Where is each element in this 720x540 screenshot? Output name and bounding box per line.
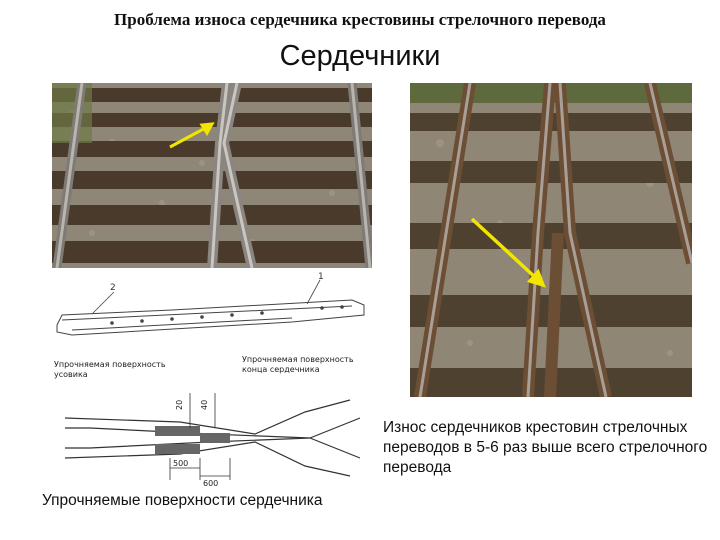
dimension-40: 40 xyxy=(200,400,209,410)
slide-subtitle: Сердечники xyxy=(279,40,441,72)
label-left-line2: усовика xyxy=(54,370,88,379)
caption-hardened-surfaces: Упрочняемые поверхности сердечника xyxy=(42,492,323,509)
caption-wear-rate: Износ сердечников крестовин стрелочных п… xyxy=(383,419,708,476)
diagram-frog-top-view: 20 40 500 600 xyxy=(60,388,370,488)
dimension-500: 500 xyxy=(173,459,188,468)
dimension-600: 600 xyxy=(203,479,218,488)
label-right-line1: Упрочняемая поверхность xyxy=(242,355,354,364)
dimension-20: 20 xyxy=(175,400,184,410)
diagram-frog-side-view: 2 1 xyxy=(52,270,372,350)
diagram-label-2: 2 xyxy=(110,283,116,293)
photo-left-frog xyxy=(52,83,372,268)
label-right-line2: конца сердечника xyxy=(242,365,320,374)
diagram-surface-labels: Упрочняемая поверхность усовика Упрочняе… xyxy=(52,352,372,392)
slide-title: Проблема износа сердечника крестовины ст… xyxy=(114,10,606,29)
diagram-label-1: 1 xyxy=(318,272,324,282)
photo-right-worn-frog xyxy=(410,83,692,397)
label-left-line1: Упрочняемая поверхность xyxy=(54,360,166,369)
